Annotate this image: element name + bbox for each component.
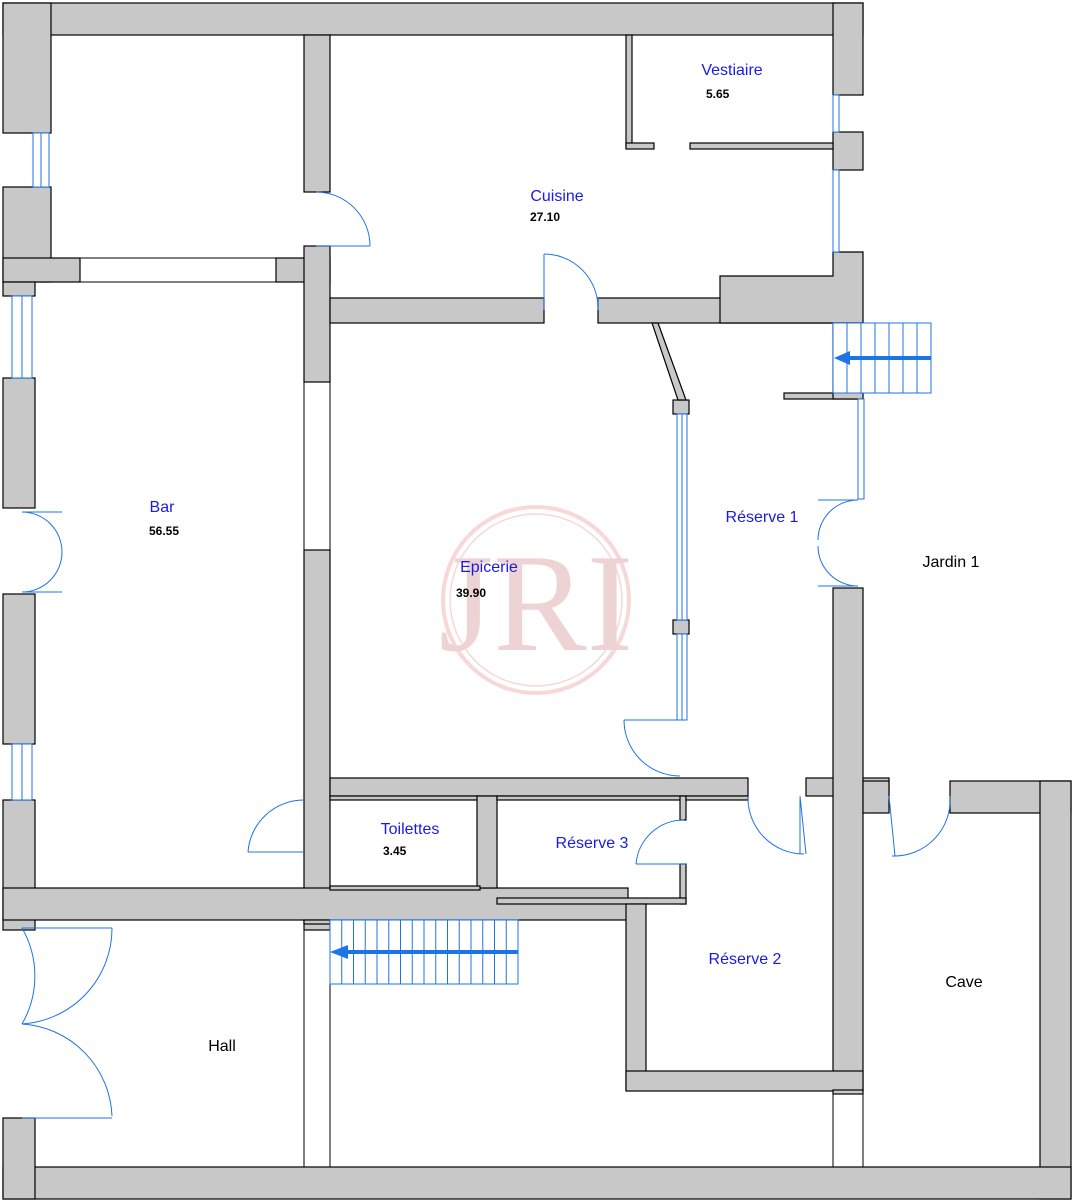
jr-monogram-logo: JRI [439, 505, 633, 695]
room-name-toilettes: Toilettes [381, 821, 440, 838]
wall-reserve2-top [685, 795, 749, 801]
windows [11, 94, 865, 801]
wall-reserve3-right-upper [679, 795, 687, 821]
room-area-epicerie: 39.90 [456, 586, 486, 600]
door-cave [888, 795, 896, 857]
wall-bar-epicerie-lower [303, 549, 331, 931]
wall-bar-left-b [2, 377, 36, 509]
wall-bar-left-a [2, 281, 36, 297]
room-name-reserve1: Réserve 1 [726, 509, 799, 526]
watermark-letters: JRI [439, 526, 633, 681]
room-area-vestiaire: 5.65 [706, 87, 730, 101]
room-area-toilettes: 3.45 [383, 844, 407, 858]
wall-cuisine-corner [719, 251, 864, 324]
wall-bottom [2, 1166, 1072, 1200]
wall-right-column [832, 587, 864, 1091]
wall-toilettes-bottom [329, 885, 481, 891]
wall-hall-left [2, 1117, 36, 1200]
door-bar-left-bottom [21, 551, 63, 593]
wall-first-room-bottom-left [2, 257, 81, 283]
room-name-cave: Cave [945, 974, 982, 991]
wall-bar-left-c [2, 593, 36, 745]
room-name-bar: Bar [150, 499, 176, 516]
room-name-hall: Hall [208, 1038, 236, 1055]
door-bar-left-top [21, 511, 63, 553]
window-reserve1-right [857, 398, 865, 500]
room-area-bar: 56.55 [149, 524, 179, 538]
wall-toilettes-top [329, 795, 481, 801]
wall-vestiaire-bottom-right [689, 142, 834, 150]
thin-partitions [80, 257, 864, 1167]
wall-hall-partition-top [303, 919, 331, 925]
wall-right-top [832, 2, 864, 96]
door-hall-top [21, 927, 36, 1025]
wall-reserve2-left [625, 903, 647, 1091]
window-cuisine-right [832, 169, 840, 253]
wall-epicerie-diagonal [651, 322, 687, 401]
room-name-epicerie: Epicerie [460, 559, 518, 576]
window-vestiaire-right [832, 94, 840, 133]
room-name-reserve2: Réserve 2 [709, 951, 782, 968]
wall-cave-right [1039, 780, 1072, 1200]
room-area-cuisine: 27.10 [530, 210, 560, 224]
room-name-cuisine: Cuisine [530, 188, 583, 205]
wall-toilettes-right [476, 795, 498, 889]
wall-epicerie-post-top [672, 399, 690, 415]
wall-reserve2-bottom [625, 1070, 864, 1092]
wall-bar-epicerie-upper [303, 245, 331, 383]
stairs-hall [329, 919, 519, 985]
wall-reserve3-bottom [496, 897, 687, 905]
room-name-reserve3: Réserve 3 [556, 835, 629, 852]
wall-vestiaire-left [625, 34, 633, 149]
door-reserve2 [799, 795, 807, 855]
wall-top [2, 2, 864, 36]
door-hall-bottom [21, 1023, 113, 1117]
doors [21, 191, 951, 1119]
wall-cuisine-bottom-left [329, 297, 545, 324]
wall-first-room-right [303, 34, 331, 193]
wall-right-mid [832, 131, 864, 171]
wall-reserve3-top [496, 795, 684, 801]
room-name-vestiaire: Vestiaire [701, 62, 762, 79]
wall-epicerie-bottom [329, 777, 749, 797]
wall-epicerie-post-mid [672, 619, 690, 635]
wall-left-upper [2, 2, 52, 134]
room-labels: Vestiaire 5.65 Cuisine 27.10 Bar 56.55 E… [149, 62, 983, 1055]
room-name-jardin1: Jardin 1 [923, 554, 980, 571]
wall-cave-partition [832, 1089, 864, 1095]
wall-vestiaire-bottom-left [625, 142, 655, 150]
stairs-upper [832, 322, 932, 394]
wall-cave-top-left [862, 780, 890, 814]
